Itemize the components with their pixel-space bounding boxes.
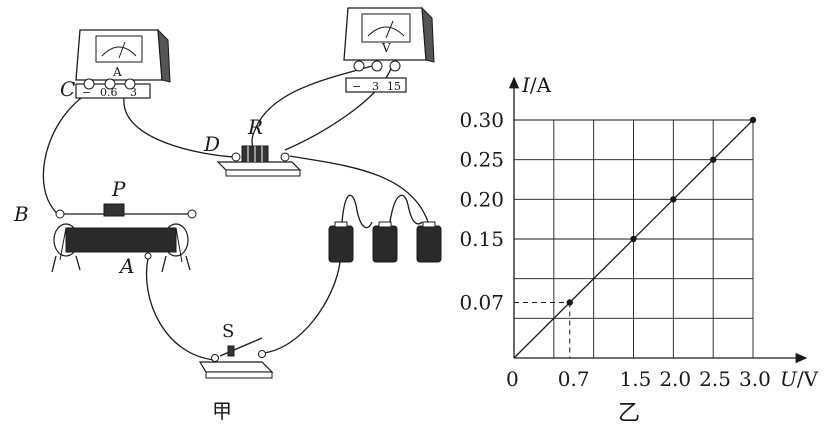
voltmeter-terminal-15: 15 <box>387 80 401 93</box>
data-point <box>749 116 757 124</box>
y-axis-title: I/A <box>521 73 552 97</box>
y-tick-label: 0.25 <box>459 148 504 172</box>
data-point <box>566 299 573 306</box>
y-tick-label: 0.30 <box>459 108 504 132</box>
x-tick-label: 2.0 <box>659 367 691 391</box>
resistor <box>216 145 302 177</box>
rheostat <box>51 203 197 273</box>
ammeter: A − 0.6 3 <box>75 28 171 99</box>
ammeter-terminal-neg: − <box>82 86 91 99</box>
voltmeter-terminal-3: 3 <box>372 80 379 93</box>
data-point <box>670 196 677 203</box>
ammeter-terminal-06: 0.6 <box>100 86 118 99</box>
y-tick-label: 0.07 <box>459 290 504 314</box>
y-axis-unit: /A <box>530 73 552 97</box>
x-tick-label: 2.5 <box>699 367 731 391</box>
label-r: R <box>247 115 263 139</box>
circuit-diagram: A − 0.6 3 V − 3 15 <box>13 6 442 423</box>
x-tick-label: 0.7 <box>558 367 590 391</box>
guide-lines <box>514 301 571 358</box>
ammeter-terminal-3: 3 <box>130 86 137 99</box>
y-tick-label: 0.20 <box>459 187 504 211</box>
slider-p <box>103 203 125 217</box>
origin-label: 0 <box>506 367 519 391</box>
label-d: D <box>203 132 220 156</box>
y-axis-var: I <box>521 73 531 97</box>
voltmeter: V − 3 15 <box>343 6 435 93</box>
label-b: B <box>13 202 29 226</box>
voltmeter-symbol: V <box>381 41 391 55</box>
label-s: S <box>222 321 234 342</box>
data-point <box>709 156 717 163</box>
tick-labels: 0.7 1.5 2.0 2.5 3.0 0.30 0.25 0.20 0.15 0.07 <box>459 108 770 391</box>
caption-jia: 甲 <box>212 399 232 423</box>
label-a: A <box>118 254 134 278</box>
wires <box>42 65 429 361</box>
caption-yi: 乙 <box>618 401 640 426</box>
x-axis-title: U/V <box>780 367 819 391</box>
y-tick-label: 0.15 <box>459 227 504 251</box>
ammeter-symbol: A <box>112 65 122 79</box>
x-tick-label: 3.0 <box>739 367 771 391</box>
x-axis-unit: /V <box>797 367 819 391</box>
switch <box>198 337 274 379</box>
label-p: P <box>111 177 126 201</box>
label-c: C <box>60 77 75 101</box>
battery <box>328 221 442 263</box>
x-axis-var: U <box>780 367 798 391</box>
x-tick-label: 1.5 <box>620 367 652 391</box>
data-point <box>630 235 637 243</box>
data-points <box>566 116 757 306</box>
voltmeter-terminal-neg: − <box>352 80 361 93</box>
